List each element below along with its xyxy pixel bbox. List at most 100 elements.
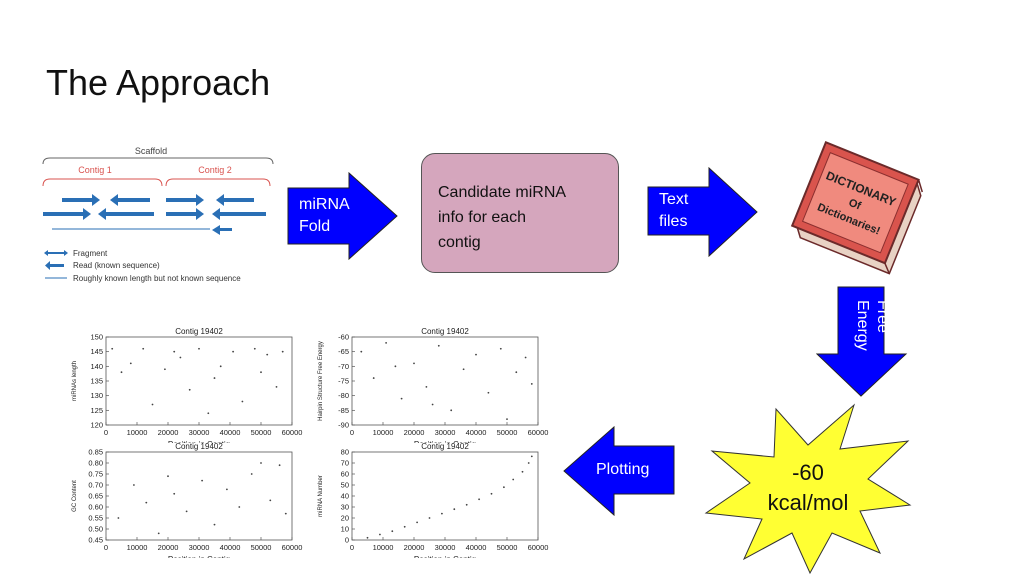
data-point <box>475 353 477 356</box>
contig2-bracket <box>165 178 271 187</box>
data-point <box>400 397 403 400</box>
x-tick-label: 10000 <box>127 428 148 437</box>
data-point <box>198 347 200 350</box>
y-tick-label: -75 <box>338 377 349 386</box>
y-tick-label: 40 <box>341 492 349 501</box>
contig2-label: Contig 2 <box>198 165 232 175</box>
data-point <box>284 512 287 515</box>
data-point <box>450 409 453 412</box>
legend-unknown: Roughly known length but not known seque… <box>73 274 241 283</box>
legend-read: Read (known sequence) <box>73 261 160 270</box>
x-tick-label: 40000 <box>466 428 487 437</box>
data-point <box>129 362 132 365</box>
data-point <box>253 347 256 350</box>
data-point <box>465 503 468 506</box>
plotting-label: Plotting <box>596 461 650 478</box>
text-files-arrow <box>647 167 758 257</box>
data-point <box>391 530 394 533</box>
mirna-fold-arrow <box>287 172 398 260</box>
y-tick-label: 70 <box>341 459 349 468</box>
data-point <box>524 356 527 359</box>
data-point <box>512 478 515 481</box>
data-point <box>385 341 387 344</box>
y-tick-label: -65 <box>338 347 349 356</box>
y-tick-label: 60 <box>341 470 349 479</box>
y-tick-label: -70 <box>338 362 349 371</box>
y-tick-label: 0 <box>345 536 349 545</box>
book-line-2: Of <box>847 197 863 213</box>
text-files-label: Text files <box>659 191 689 230</box>
data-point <box>379 533 381 536</box>
data-point <box>428 517 431 519</box>
dictionary-book: DICTIONARY Of Dictionaries! <box>790 140 923 275</box>
x-tick-label: 30000 <box>189 543 210 552</box>
data-point <box>487 391 490 394</box>
data-point <box>506 418 508 421</box>
data-point <box>133 484 135 486</box>
data-point <box>226 488 228 491</box>
x-tick-label: 0 <box>104 428 108 437</box>
y-tick-label: 125 <box>90 406 103 415</box>
plot-area <box>105 451 293 541</box>
data-point <box>120 371 123 374</box>
candidate-mirna-text: Candidate miRNA info for each contig <box>438 184 567 251</box>
x-tick-label: 20000 <box>404 428 425 437</box>
x-tick-label: 10000 <box>373 543 394 552</box>
data-point <box>490 492 493 495</box>
x-tick-label: 40000 <box>466 543 487 552</box>
data-point <box>478 498 480 501</box>
data-point <box>453 508 456 511</box>
y-tick-label: 0.45 <box>88 536 103 545</box>
x-tick-label: 50000 <box>497 543 518 552</box>
data-point <box>425 385 428 388</box>
energy-unit: kcal/mol <box>767 490 849 515</box>
data-point <box>167 475 169 478</box>
x-tick-label: 50000 <box>497 428 518 437</box>
data-point <box>269 499 272 502</box>
chart-free-energy: Contig 19402Position in ContigHairpin St… <box>318 327 549 443</box>
y-axis-label: GC Content <box>72 480 78 512</box>
reads-row-1 <box>62 194 254 206</box>
data-point <box>278 464 281 467</box>
y-tick-label: 0.75 <box>88 470 103 479</box>
y-tick-label: 10 <box>341 525 349 534</box>
data-point <box>360 350 363 353</box>
plot-area <box>351 336 539 426</box>
data-point <box>219 365 222 368</box>
data-point <box>441 512 443 515</box>
x-tick-label: 20000 <box>158 428 179 437</box>
data-point <box>431 403 434 406</box>
data-point <box>157 532 160 535</box>
chart-title: Contig 19402 <box>175 442 223 451</box>
chart-title: Contig 19402 <box>421 442 469 451</box>
data-point <box>188 388 191 391</box>
data-point <box>275 385 278 388</box>
y-tick-label: -90 <box>338 421 349 430</box>
x-tick-label: 60000 <box>528 428 549 437</box>
x-axis-label: Position in Contig <box>414 555 476 558</box>
x-tick-label: 60000 <box>528 543 549 552</box>
y-tick-label: -85 <box>338 406 349 415</box>
data-point <box>179 356 182 359</box>
chart-title: Contig 19402 <box>421 327 469 336</box>
y-tick-label: 120 <box>90 421 103 430</box>
x-tick-label: 20000 <box>404 543 425 552</box>
x-tick-label: 10000 <box>373 428 394 437</box>
data-point <box>416 521 418 524</box>
data-point <box>142 347 145 350</box>
free-energy-arrow <box>816 286 908 397</box>
data-point <box>232 350 235 353</box>
reads-row-2 <box>43 208 266 220</box>
data-point <box>281 350 284 353</box>
legend-fragment: Fragment <box>73 249 108 258</box>
data-point <box>515 371 518 374</box>
data-point <box>250 473 253 475</box>
free-energy-label: Free Energy <box>854 300 891 351</box>
x-tick-label: 0 <box>350 428 354 437</box>
data-point <box>145 501 148 504</box>
scaffold-title: Scaffold <box>135 146 167 156</box>
plot-area <box>105 336 293 426</box>
chart-mirna-length: Contig 19402Position in ContigmiRNAs len… <box>72 327 302 443</box>
data-point <box>499 347 502 350</box>
y-tick-label: 145 <box>90 347 103 356</box>
